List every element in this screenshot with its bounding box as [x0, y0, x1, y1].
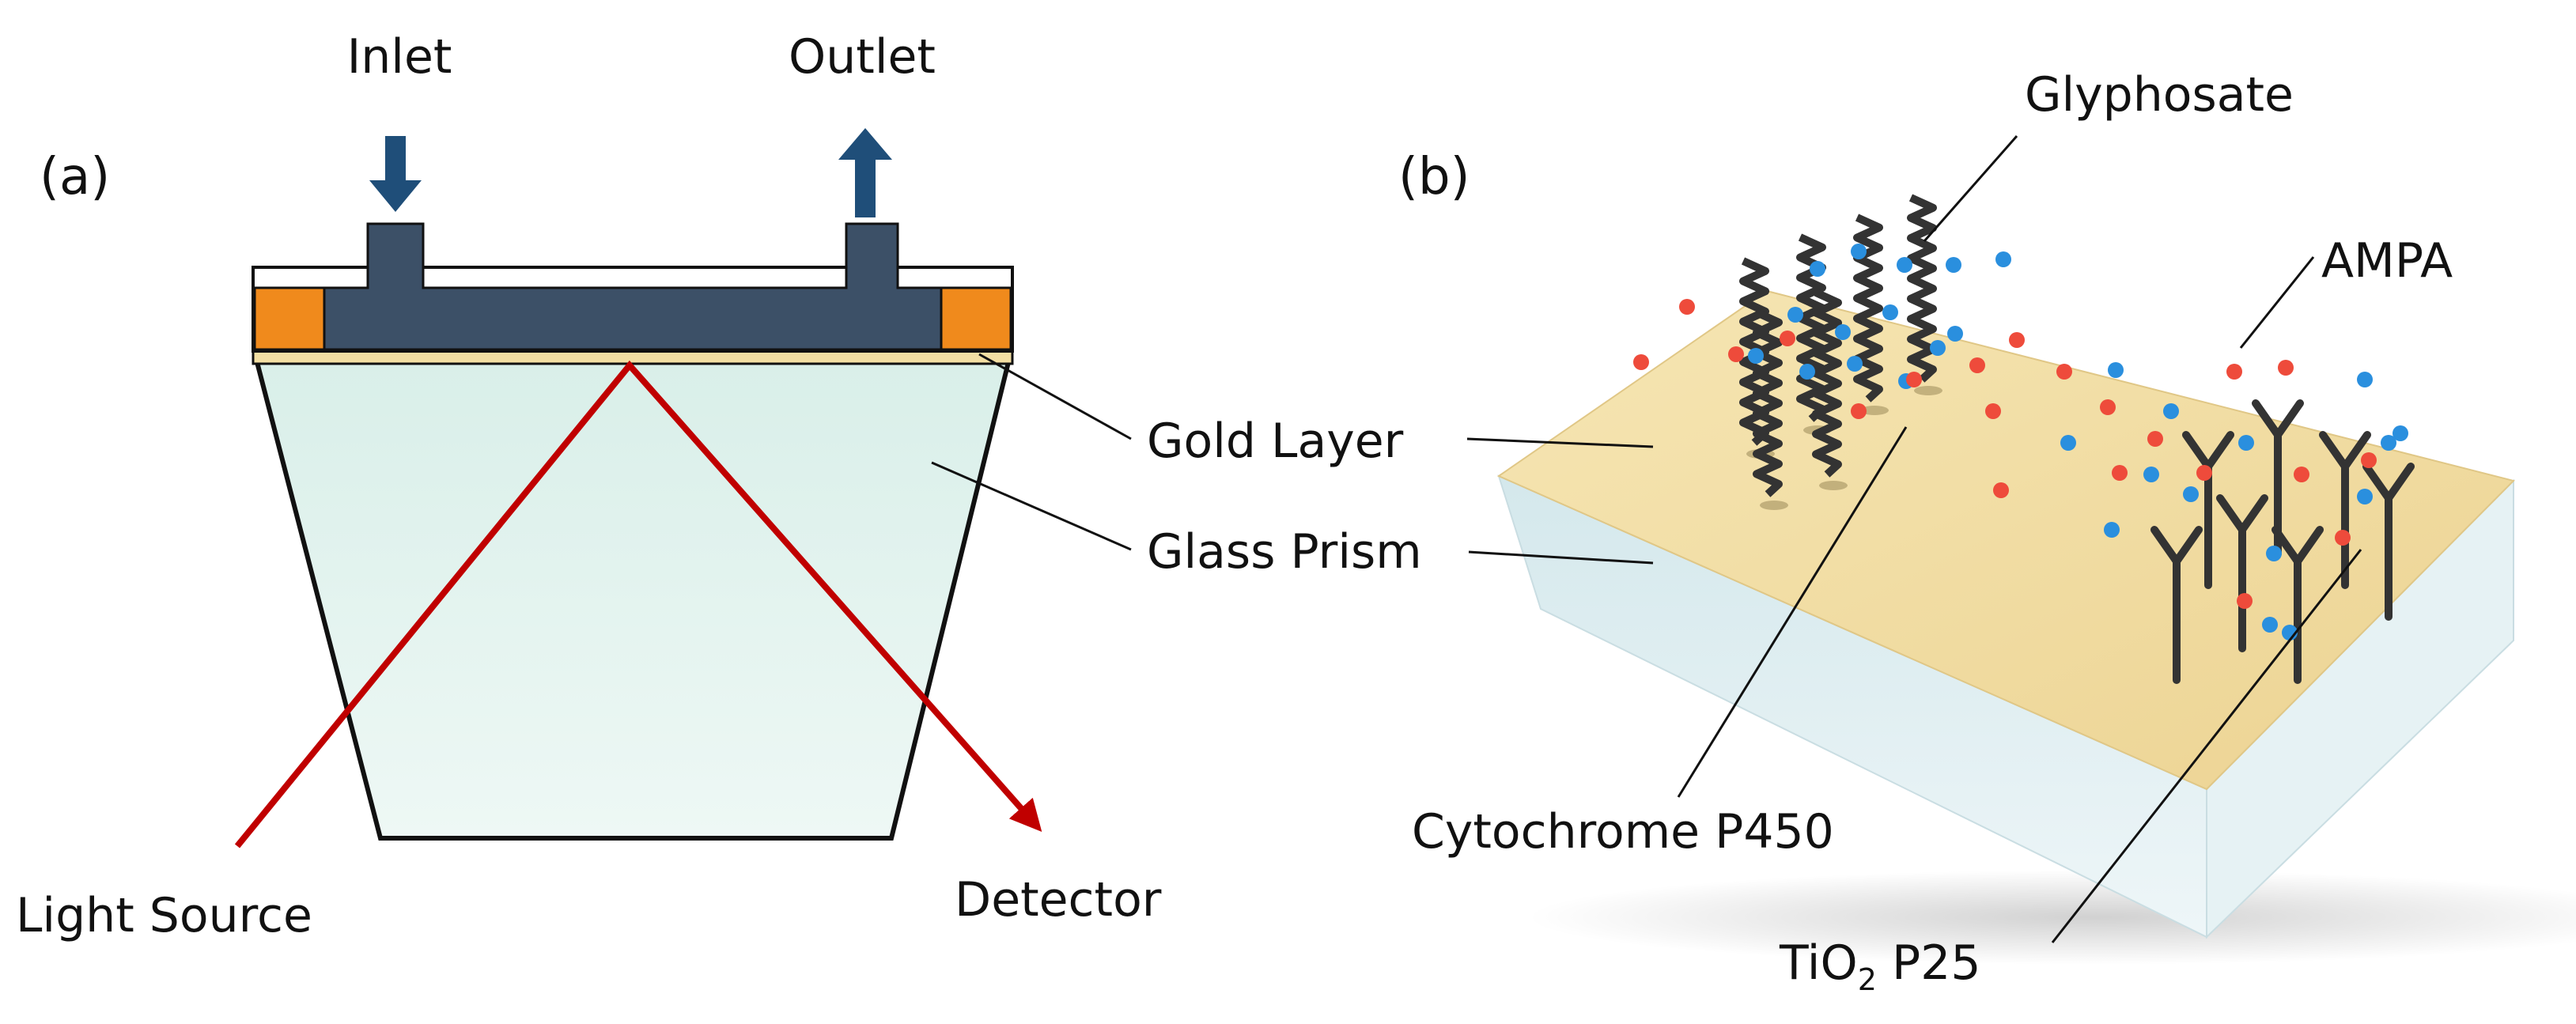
glyphosate-dot [1946, 257, 1961, 273]
glyphosate-label: Glyphosate [2025, 67, 2294, 123]
cytochrome-label: Cytochrome P450 [1412, 804, 1834, 860]
ampa-dot [1985, 403, 2001, 419]
light-source-label: Light Source [16, 888, 312, 943]
gasket-right [940, 286, 1012, 351]
glyphosate-dot [2060, 435, 2076, 451]
ampa-dot [2100, 399, 2116, 415]
ampa-dot [2009, 332, 2025, 348]
glass-prism-leader [931, 461, 1132, 551]
inlet-label: Inlet [347, 29, 452, 85]
panel-a: (a) Inlet Outlet Gold Layer Glass Pris [16, 29, 1422, 943]
cytochrome-helix [1812, 289, 1842, 478]
glyphosate-dot [1851, 244, 1867, 259]
ampa-label: AMPA [2321, 233, 2453, 289]
outlet-label: Outlet [789, 29, 936, 85]
prism-side-leader [1468, 550, 1654, 565]
gasket-left [253, 286, 326, 351]
ampa-dot [2112, 465, 2128, 481]
cytochrome-leader [1677, 426, 1908, 798]
ampa-dot [1906, 372, 1922, 387]
glyphosate-dot [2183, 486, 2199, 502]
ampa-dot [2294, 467, 2309, 482]
tio2-structure [2319, 431, 2371, 589]
tio2-structure [2182, 431, 2234, 589]
glyphosate-dot [2108, 362, 2124, 378]
gold-surface-leader [1466, 437, 1654, 448]
cytochrome-helix [1853, 213, 1883, 402]
glyphosate-dot [1995, 251, 2011, 267]
ampa-leader [2239, 256, 2315, 349]
glyphosate-dot [1810, 261, 1825, 277]
ampa-dot [1780, 331, 1795, 346]
glyphosate-dot [1847, 356, 1863, 372]
ampa-dot [1969, 357, 1985, 373]
glyphosate-dot [1882, 304, 1898, 320]
glyphosate-dot [2357, 489, 2373, 504]
ampa-dot [1633, 354, 1649, 370]
chip-shadow [1526, 870, 2576, 965]
glyphosate-dot [2104, 522, 2120, 538]
glyphosate-dot [1897, 257, 1912, 273]
ampa-dot [1728, 346, 1744, 362]
cytochrome-shadow [1760, 501, 1788, 510]
tio2-structure [2362, 463, 2415, 621]
glyphosate-dot [2381, 435, 2396, 451]
cytochrome-helix [1753, 308, 1783, 497]
ampa-dot [2056, 364, 2072, 380]
glyphosate-dot [2143, 467, 2159, 482]
tio2-label: TiO2 P25 [1779, 935, 1981, 997]
ampa-dot [2278, 360, 2294, 376]
ampa-dot [2237, 593, 2253, 609]
gold-layer-leader [978, 353, 1132, 440]
outlet-arrow-icon [838, 128, 892, 217]
ampa-dot [2196, 465, 2212, 481]
ampa-dot [2226, 364, 2242, 380]
glass-prism-label: Glass Prism [1147, 524, 1422, 580]
tio2-label-rest: P25 [1877, 935, 1981, 991]
ampa-dot [1993, 482, 2009, 498]
ampa-dot [2361, 452, 2377, 468]
tio2-structure [2216, 494, 2268, 652]
glyphosate-dot [2266, 546, 2282, 561]
glyphosate-dot [2238, 435, 2254, 451]
inlet-arrow-icon [369, 136, 422, 212]
cytochrome-shadow [1860, 406, 1889, 415]
light-ray [234, 360, 1042, 848]
panel-a-tag: (a) [40, 148, 110, 206]
tio2-leader [2051, 549, 2362, 943]
gold-layer-label: Gold Layer [1147, 414, 1404, 469]
glyphosate-dot [2393, 425, 2408, 441]
flow-channel [323, 222, 943, 351]
glyphosate-dot [1799, 364, 1815, 380]
cytochrome-shadow [1819, 481, 1848, 490]
ampa-dot [2147, 431, 2163, 447]
ampa-dot [1851, 403, 1867, 419]
detector-label: Detector [955, 872, 1162, 928]
tio2-p25-group [2150, 399, 2415, 684]
glyphosate-dot [1947, 326, 1963, 342]
ampa-dot [2335, 530, 2351, 546]
glass-prism [254, 360, 1012, 841]
panel-b-tag: (b) [1398, 148, 1470, 206]
tio2-label-subscript: 2 [1858, 962, 1877, 997]
glyphosate-dot [1748, 348, 1764, 364]
panel-b: (b) Glyphosate AMPA Cytochrome P450 TiO2… [1398, 67, 2576, 997]
glyphosate-dot [1787, 307, 1803, 323]
tio2-structure [2252, 399, 2304, 557]
glyphosate-dot [2357, 372, 2373, 387]
tio2-structure [2150, 526, 2203, 684]
glyphosate-dot [2262, 617, 2278, 633]
tio2-label-main: TiO [1779, 935, 1858, 991]
glyphosate-leader [1923, 135, 2018, 242]
glyphosate-dot [1835, 324, 1851, 340]
ampa-dot [1679, 299, 1695, 315]
glyphosate-dot [1930, 340, 1946, 356]
glyphosate-dot [2163, 403, 2179, 419]
cytochrome-shadow [1914, 386, 1942, 395]
